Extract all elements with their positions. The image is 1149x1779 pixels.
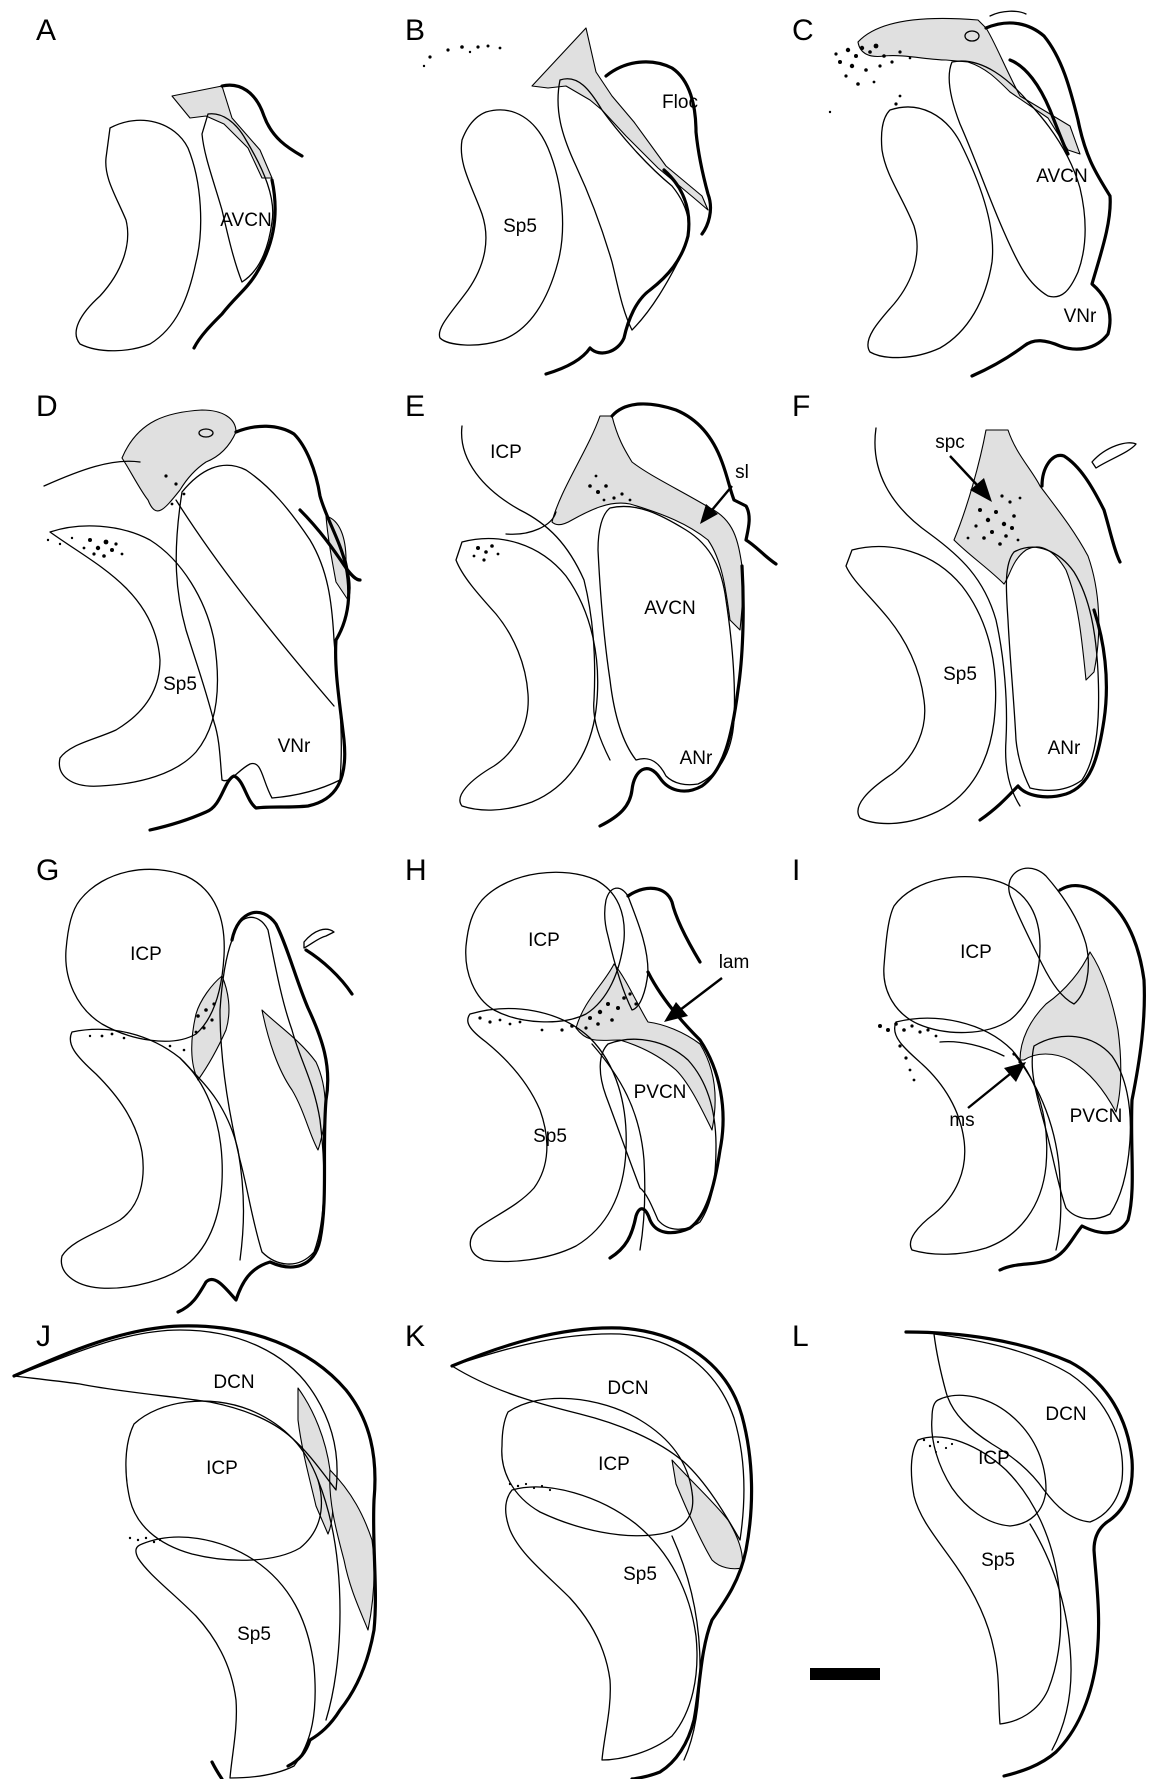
outer-border <box>546 170 689 374</box>
panel-letter-k: K <box>405 1320 425 1353</box>
label-icp: ICP <box>960 942 992 963</box>
panel-letter-e: E <box>405 390 425 423</box>
label-avcn: AVCN <box>1036 166 1087 187</box>
panel-h: H ICP lam PVCN Sp5 <box>405 854 749 1261</box>
sp5-outline <box>439 110 562 345</box>
sp5-outline <box>136 1537 315 1778</box>
ms-boundary <box>940 1042 1004 1056</box>
sp5-outline <box>50 526 217 786</box>
panel-i: I ICP ms PVCN <box>792 854 1144 1270</box>
medial-boundary <box>1014 1054 1061 1250</box>
upper-border <box>306 950 352 994</box>
label-pvcn: PVCN <box>1070 1106 1123 1127</box>
avcn-outline <box>202 114 273 282</box>
panel-g: G ICP <box>36 854 352 1312</box>
sp5-outline <box>868 107 993 358</box>
label-anr: ANr <box>680 748 713 769</box>
shaded-region-lateral <box>262 1010 325 1150</box>
icp-outline <box>126 1401 322 1560</box>
labeled-cells <box>878 1022 1022 1081</box>
vnr-outline <box>176 465 341 798</box>
labeled-cells <box>423 45 502 68</box>
outer-border-lower <box>194 180 275 348</box>
sl-arrow <box>712 486 732 510</box>
label-dcn: DCN <box>607 1378 648 1399</box>
label-icp: ICP <box>490 442 522 463</box>
label-sp5: Sp5 <box>623 1564 657 1585</box>
label-sp5: Sp5 <box>533 1126 567 1147</box>
dcn-outline <box>934 1334 1123 1522</box>
ms-arrow <box>968 1074 1010 1108</box>
panel-letter-a: A <box>36 14 56 47</box>
shaded-region <box>298 1388 333 1534</box>
sp5-outline <box>76 120 201 350</box>
panel-letter-d: D <box>36 390 58 423</box>
panel-b: B Floc Sp5 <box>405 14 710 374</box>
panel-letter-i: I <box>792 854 800 887</box>
outer-border <box>452 1328 752 1779</box>
panel-letter-h: H <box>405 854 427 887</box>
label-icp: ICP <box>206 1458 238 1479</box>
label-sp5: Sp5 <box>163 674 197 695</box>
panel-l: L DCN ICP Sp5 <box>792 1320 1132 1776</box>
label-icp: ICP <box>528 930 560 951</box>
label-sp5: Sp5 <box>237 1624 271 1645</box>
panel-letter-f: F <box>792 390 810 423</box>
sp5-outline <box>846 547 996 824</box>
label-icp: ICP <box>130 944 162 965</box>
label-lam: lam <box>719 952 750 973</box>
label-sp5: Sp5 <box>981 1550 1015 1571</box>
label-sp5: Sp5 <box>503 216 537 237</box>
panel-e: E ICP sl AVCN ANr <box>405 390 776 826</box>
panel-c: C AVCN VNr <box>792 11 1110 376</box>
label-pvcn: PVCN <box>634 1082 687 1103</box>
label-floc: Floc <box>662 92 698 113</box>
label-vnr: VNr <box>1064 306 1097 327</box>
label-dcn: DCN <box>1045 1404 1086 1425</box>
label-sp5: Sp5 <box>943 664 977 685</box>
panel-letter-j: J <box>36 1320 51 1353</box>
panel-letter-l: L <box>792 1320 809 1353</box>
vessel <box>1092 443 1136 468</box>
panel-f: F spc Sp5 ANr <box>792 390 1136 824</box>
panel-letter-c: C <box>792 14 814 47</box>
label-avcn: AVCN <box>220 210 271 231</box>
upper-boundary <box>44 461 140 486</box>
label-ms: ms <box>949 1110 974 1131</box>
shaded-region <box>122 410 236 511</box>
panel-j: J DCN ICP Sp5 <box>14 1320 375 1779</box>
ms-arrowhead <box>1004 1062 1026 1082</box>
spc-arrow <box>950 456 978 486</box>
sp5-outline <box>456 539 598 811</box>
label-icp: ICP <box>598 1454 630 1475</box>
vessel <box>304 929 334 948</box>
panel-d: D Sp5 VNr <box>36 390 360 830</box>
labeled-cells <box>923 1439 953 1453</box>
vessel-right <box>990 11 1026 16</box>
shaded-region <box>672 1460 742 1569</box>
label-sl: sl <box>735 462 749 483</box>
label-avcn: AVCN <box>644 598 695 619</box>
outer-border <box>14 1326 375 1766</box>
panel-a: A AVCN <box>36 14 302 351</box>
panel-k: K DCN ICP Sp5 <box>405 1320 752 1779</box>
panel-letter-b: B <box>405 14 425 47</box>
label-dcn: DCN <box>213 1372 254 1393</box>
medial-boundary <box>1030 1524 1071 1750</box>
midline <box>212 1762 222 1779</box>
lam-arrow <box>680 978 722 1010</box>
sp5-outline <box>911 1437 1060 1724</box>
panel-letter-g: G <box>36 854 59 887</box>
floc-outline <box>606 62 710 234</box>
vnr-inner <box>176 500 334 706</box>
label-vnr: VNr <box>278 736 311 757</box>
label-spc: spc <box>935 432 965 453</box>
label-icp: ICP <box>978 1448 1010 1469</box>
medial-boundary <box>672 1536 700 1760</box>
label-anr: ANr <box>1048 738 1081 759</box>
scale-bar <box>810 1668 880 1680</box>
sp5-outline <box>506 1487 697 1760</box>
